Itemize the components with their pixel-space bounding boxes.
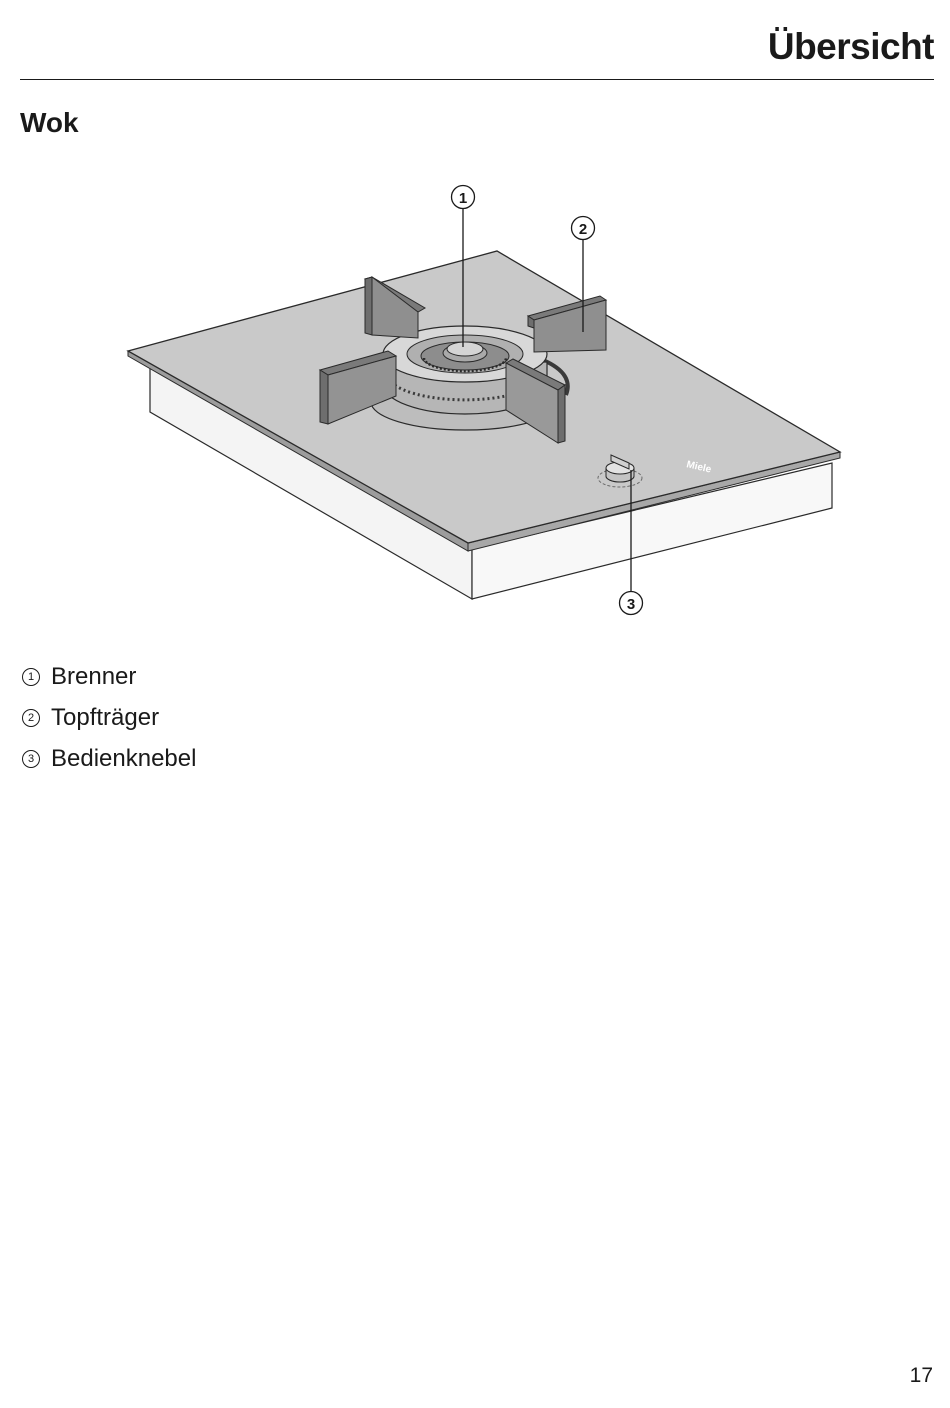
legend-item: 2 Topfträger [22, 697, 196, 738]
legend-number: 3 [22, 749, 40, 768]
legend-label: Topfträger [51, 703, 160, 731]
callout-3-number: 3 [627, 596, 635, 613]
legend-number: 1 [22, 667, 40, 686]
legend-item: 3 Bedienknebel [22, 738, 196, 779]
header-divider [20, 79, 934, 80]
legend-list: 1 Brenner 2 Topfträger 3 Bedienknebel [22, 656, 196, 779]
callout-lines [462, 209, 632, 591]
page-title: Übersicht [767, 26, 935, 67]
legend-item: 1 Brenner [22, 656, 196, 697]
pan-supports [318, 275, 608, 444]
legend-label: Bedienknebel [51, 744, 197, 772]
legend-number: 2 [22, 708, 40, 727]
callout-2: 2 [570, 215, 596, 241]
legend-label: Brenner [51, 662, 137, 690]
control-knob [597, 454, 643, 488]
callout-3: 3 [618, 590, 644, 616]
callout-1: 1 [450, 184, 476, 210]
page-number: 17 [909, 1364, 933, 1387]
wok-cooktop-illustration: Miele 1 2 3 [126, 184, 842, 616]
callout-1-number: 1 [459, 190, 467, 207]
callout-2-number: 2 [579, 221, 587, 238]
section-title: Wok [20, 107, 79, 138]
